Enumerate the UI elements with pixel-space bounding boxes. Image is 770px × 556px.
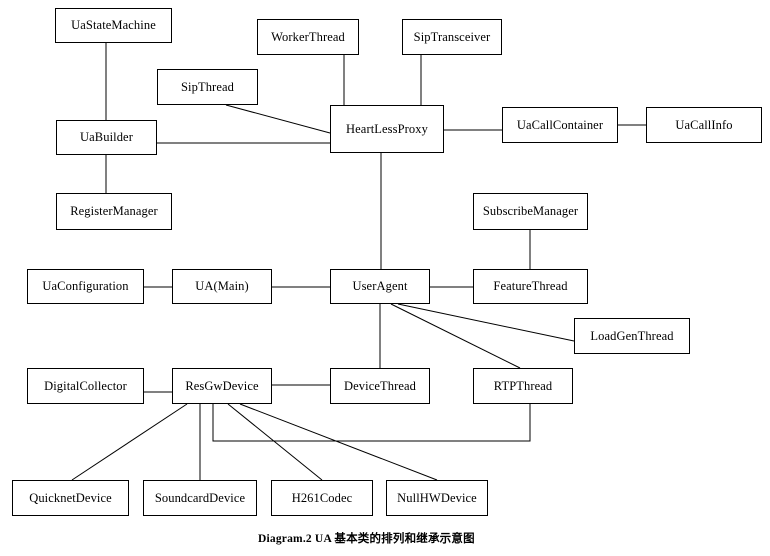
node-resgwdevice[interactable]: ResGwDevice (172, 368, 272, 404)
node-label: RTPThread (493, 378, 553, 393)
node-label: UserAgent (352, 279, 408, 294)
node-uabuilder[interactable]: UaBuilder (56, 120, 157, 155)
node-label: UA(Main) (195, 279, 249, 294)
node-label: SubscribeManager (482, 204, 579, 219)
node-h261codec[interactable]: H261Codec (271, 480, 373, 516)
node-label: HeartLessProxy (346, 121, 428, 136)
node-label: FeatureThread (493, 279, 568, 294)
node-label: UaConfiguration (42, 279, 129, 294)
node-useragent[interactable]: UserAgent (330, 269, 430, 304)
node-label: UaCallContainer (516, 117, 604, 132)
node-label: WorkerThread (271, 29, 345, 44)
node-uamain[interactable]: UA(Main) (172, 269, 272, 304)
node-label: DeviceThread (344, 378, 416, 393)
node-devicethread[interactable]: DeviceThread (330, 368, 430, 404)
node-label: ResGwDevice (185, 378, 259, 393)
node-featurethread[interactable]: FeatureThread (473, 269, 588, 304)
node-label: RegisterManager (70, 204, 158, 219)
node-label: NullHWDevice (397, 490, 477, 505)
node-siptransceiver[interactable]: SipTransceiver (402, 19, 502, 55)
connector-resgwdevice-to-h261codec (227, 403, 323, 481)
node-label: UaCallInfo (675, 117, 733, 132)
node-uacallcontainer[interactable]: UaCallContainer (502, 107, 618, 143)
diagram-caption: Diagram.2 UA 基本类的排列和继承示意图 (258, 533, 475, 545)
node-label: LoadGenThread (590, 328, 674, 343)
node-uacallinfo[interactable]: UaCallInfo (646, 107, 762, 143)
node-workerthread[interactable]: WorkerThread (257, 19, 359, 55)
node-nullhwdevice[interactable]: NullHWDevice (386, 480, 488, 516)
node-sipthread[interactable]: SipThread (157, 69, 258, 105)
node-label: SipTransceiver (413, 29, 491, 44)
node-label: DigitalCollector (44, 378, 127, 393)
connector-useragent-to-loadgenthread (397, 303, 575, 342)
node-heartlessproxy[interactable]: HeartLessProxy (330, 105, 444, 153)
connector-resgwdevice-to-rtpthread (212, 404, 531, 442)
connector-sipthread-to-heartlessproxy (225, 104, 331, 134)
node-registermanager[interactable]: RegisterManager (56, 193, 172, 230)
node-uaconfiguration[interactable]: UaConfiguration (27, 269, 144, 304)
node-soundcarddevice[interactable]: SoundcardDevice (143, 480, 257, 516)
connector-resgwdevice-to-nullhwdevice (239, 403, 438, 481)
node-rtpthread[interactable]: RTPThread (473, 368, 573, 404)
node-label: SoundcardDevice (154, 490, 246, 505)
node-quicknetdevice[interactable]: QuicknetDevice (12, 480, 129, 516)
node-label: H261Codec (291, 490, 353, 505)
connector-resgwdevice-to-quicknetdevice (71, 403, 188, 481)
node-subscribemanager[interactable]: SubscribeManager (473, 193, 588, 230)
node-digitalcollector[interactable]: DigitalCollector (27, 368, 144, 404)
node-label: UaStateMachine (71, 18, 156, 33)
connector-useragent-to-rtpthread (390, 303, 521, 369)
node-label: SipThread (181, 79, 234, 94)
node-loadgenthread[interactable]: LoadGenThread (574, 318, 690, 354)
node-label: QuicknetDevice (29, 490, 112, 505)
node-uastatemachine[interactable]: UaStateMachine (55, 8, 172, 43)
node-label: UaBuilder (80, 130, 133, 145)
